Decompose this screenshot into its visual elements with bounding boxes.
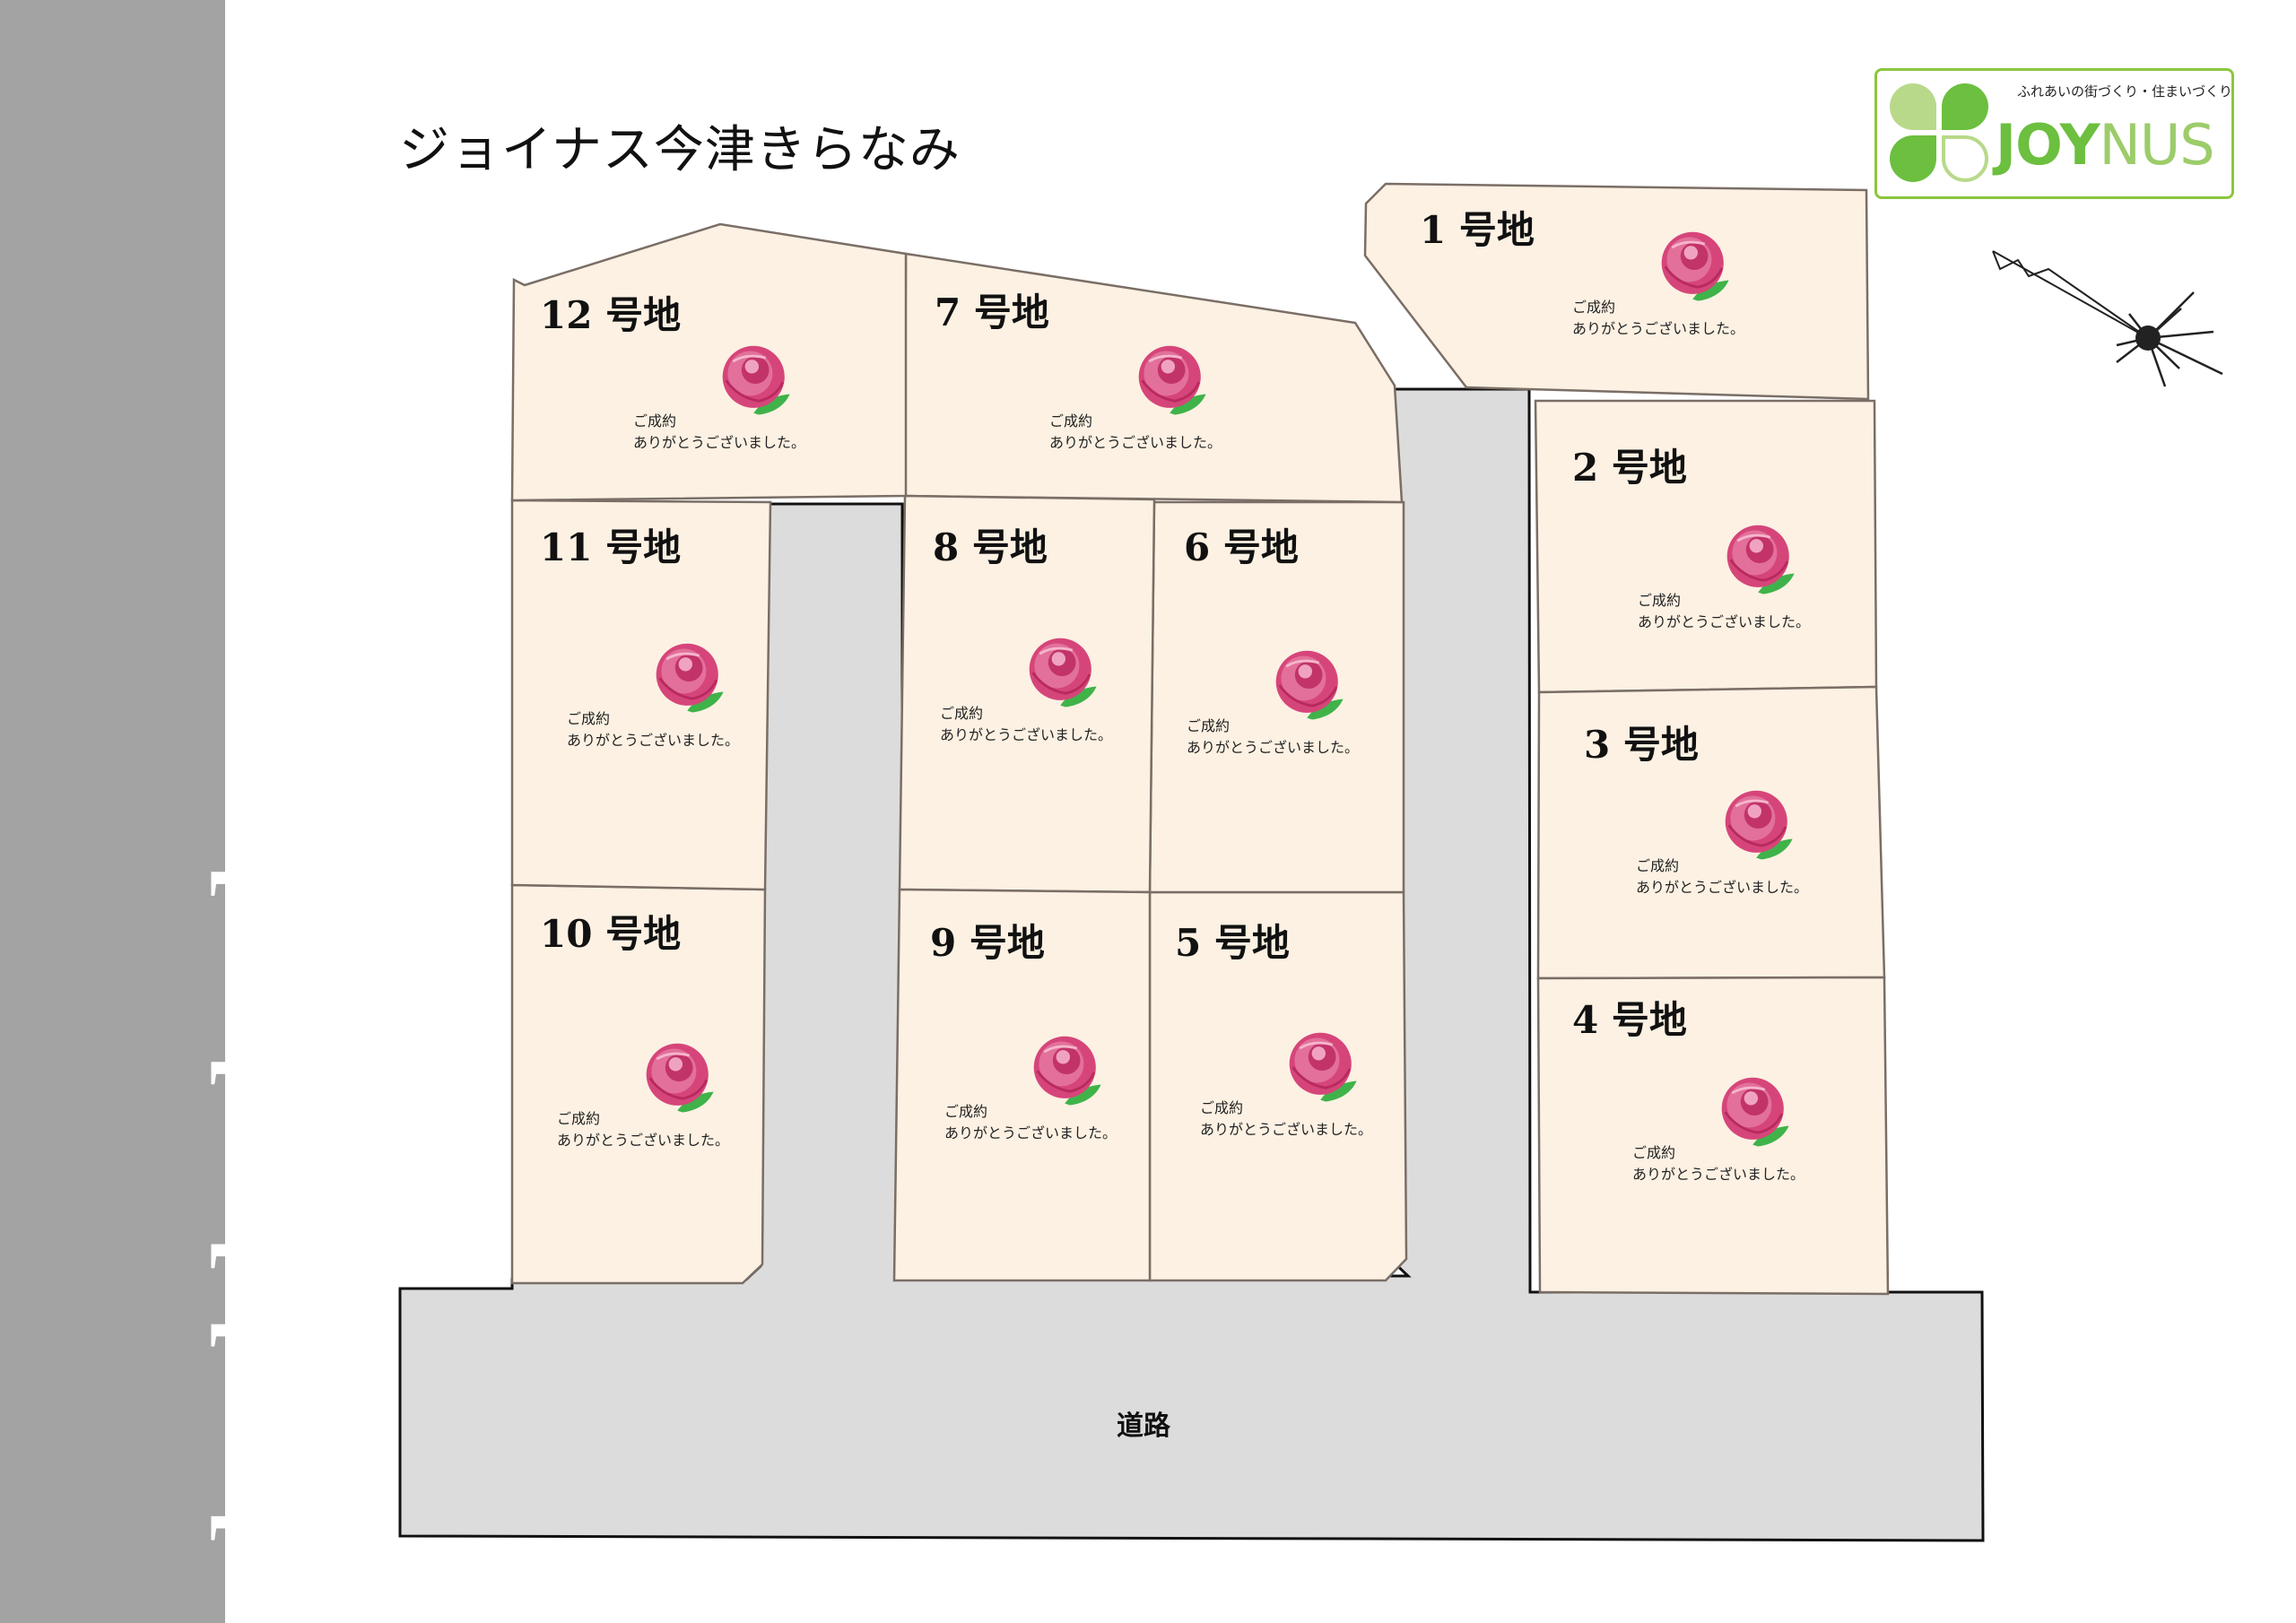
sold-message: ご成約ありがとうございました。 <box>1632 1142 1805 1185</box>
sold-line-1: ご成約 <box>1049 412 1093 430</box>
lot-7-label: 7 号地 <box>935 291 1049 334</box>
lot-5-label: 5 号地 <box>1175 921 1290 965</box>
sold-message: ご成約ありがとうございました。 <box>567 708 739 751</box>
sold-line-1: ご成約 <box>944 1103 988 1120</box>
rose-icon <box>1029 638 1097 707</box>
lot-12-label: 12 号地 <box>540 293 682 337</box>
lot-8-label: 8 号地 <box>933 525 1048 569</box>
sold-line-2: ありがとうございました。 <box>1200 1121 1373 1138</box>
rose-icon <box>1138 345 1206 415</box>
sold-line-1: ご成約 <box>633 412 677 430</box>
logo-leaf-icon <box>1890 135 1936 182</box>
lot-2-label: 2 号地 <box>1572 446 1687 490</box>
lot-shape-11 <box>510 499 772 891</box>
logo-leaf-icon <box>1942 135 1988 182</box>
lot-1-label: 1 号地 <box>1420 208 1535 252</box>
lot-shape-4 <box>1536 976 1890 1296</box>
rose-icon <box>1661 231 1729 301</box>
sold-line-1: ご成約 <box>1187 717 1231 734</box>
sold-message: ご成約ありがとうございました。 <box>1638 590 1810 633</box>
rose-icon <box>722 345 790 415</box>
sold-line-1: ご成約 <box>1572 299 1616 316</box>
sold-message: ご成約ありがとうございました。 <box>1049 411 1222 454</box>
sold-line-1: ご成約 <box>1636 857 1680 874</box>
logo-tagline: ふれあいの街づくり・住まいづくり <box>2017 83 2233 100</box>
joynus-logo: ふれあいの街づくり・住まいづくり JOYNUS <box>1874 68 2234 199</box>
sold-line-2: ありがとうございました。 <box>557 1132 730 1149</box>
sold-line-1: ご成約 <box>1200 1099 1244 1116</box>
logo-wordmark: JOYNUS <box>1996 112 2215 178</box>
rose-icon <box>1289 1032 1357 1102</box>
sold-message: ご成約ありがとうございました。 <box>557 1108 729 1151</box>
sold-line-2: ありがとうございました。 <box>940 726 1113 743</box>
rose-icon <box>1726 525 1795 595</box>
lot-4-label: 4 号地 <box>1572 998 1687 1042</box>
lot-shape-1 <box>1363 182 1870 401</box>
sold-line-2: ありがとうございました。 <box>1049 434 1222 451</box>
lot-9-label: 9 号地 <box>930 921 1045 965</box>
sold-line-2: ありがとうございました。 <box>1636 879 1809 896</box>
rose-icon <box>1033 1036 1101 1106</box>
lot-3-label: 3 号地 <box>1584 723 1699 767</box>
lot-6-label: 6 号地 <box>1184 525 1299 569</box>
road-label: 道路 <box>1117 1410 1170 1442</box>
sold-line-2: ありがとうございました。 <box>1638 613 1811 630</box>
logo-leaf-icon <box>1890 83 1936 130</box>
rose-icon <box>1721 1077 1789 1147</box>
sold-line-2: ありがとうございました。 <box>1187 739 1360 756</box>
sold-line-2: ありがとうございました。 <box>1632 1166 1805 1183</box>
rose-icon <box>646 1043 714 1113</box>
sold-message: ご成約ありがとうございました。 <box>1636 855 1808 898</box>
sold-message: ご成約ありがとうございました。 <box>633 411 805 454</box>
sold-line-1: ご成約 <box>940 705 984 722</box>
sold-message: ご成約ありがとうございました。 <box>940 703 1112 746</box>
rose-icon <box>1725 790 1793 860</box>
sold-message: ご成約ありがとうございました。 <box>1187 716 1359 759</box>
logo-leaf-icon <box>1942 83 1988 130</box>
lot-10-label: 10 号地 <box>540 912 682 956</box>
sold-message: ご成約ありがとうございました。 <box>944 1101 1117 1144</box>
rose-icon <box>656 643 724 713</box>
sold-line-1: ご成約 <box>1638 592 1682 609</box>
lot-shape-12 <box>510 222 908 502</box>
sold-line-1: ご成約 <box>557 1110 601 1127</box>
sold-message: ご成約ありがとうございました。 <box>1200 1098 1372 1141</box>
sold-line-1: ご成約 <box>567 710 611 727</box>
sold-line-2: ありがとうございました。 <box>1572 320 1745 337</box>
rose-icon <box>1275 650 1344 720</box>
sold-message: ご成約ありがとうございました。 <box>1572 297 1744 340</box>
sold-line-2: ありがとうございました。 <box>633 434 806 451</box>
lot-11-label: 11 号地 <box>540 525 682 569</box>
sidebar: plot block plan <box>0 0 349 1623</box>
lot-shape-2 <box>1534 399 1878 694</box>
sold-line-1: ご成約 <box>1632 1144 1676 1161</box>
lot-shape-9 <box>892 888 1152 1282</box>
north-arrow-icon <box>1992 250 2223 387</box>
page-title: ジョイナス今津きらなみ <box>399 121 961 179</box>
sold-line-2: ありがとうございました。 <box>567 732 740 749</box>
sold-line-2: ありがとうございました。 <box>944 1124 1118 1141</box>
